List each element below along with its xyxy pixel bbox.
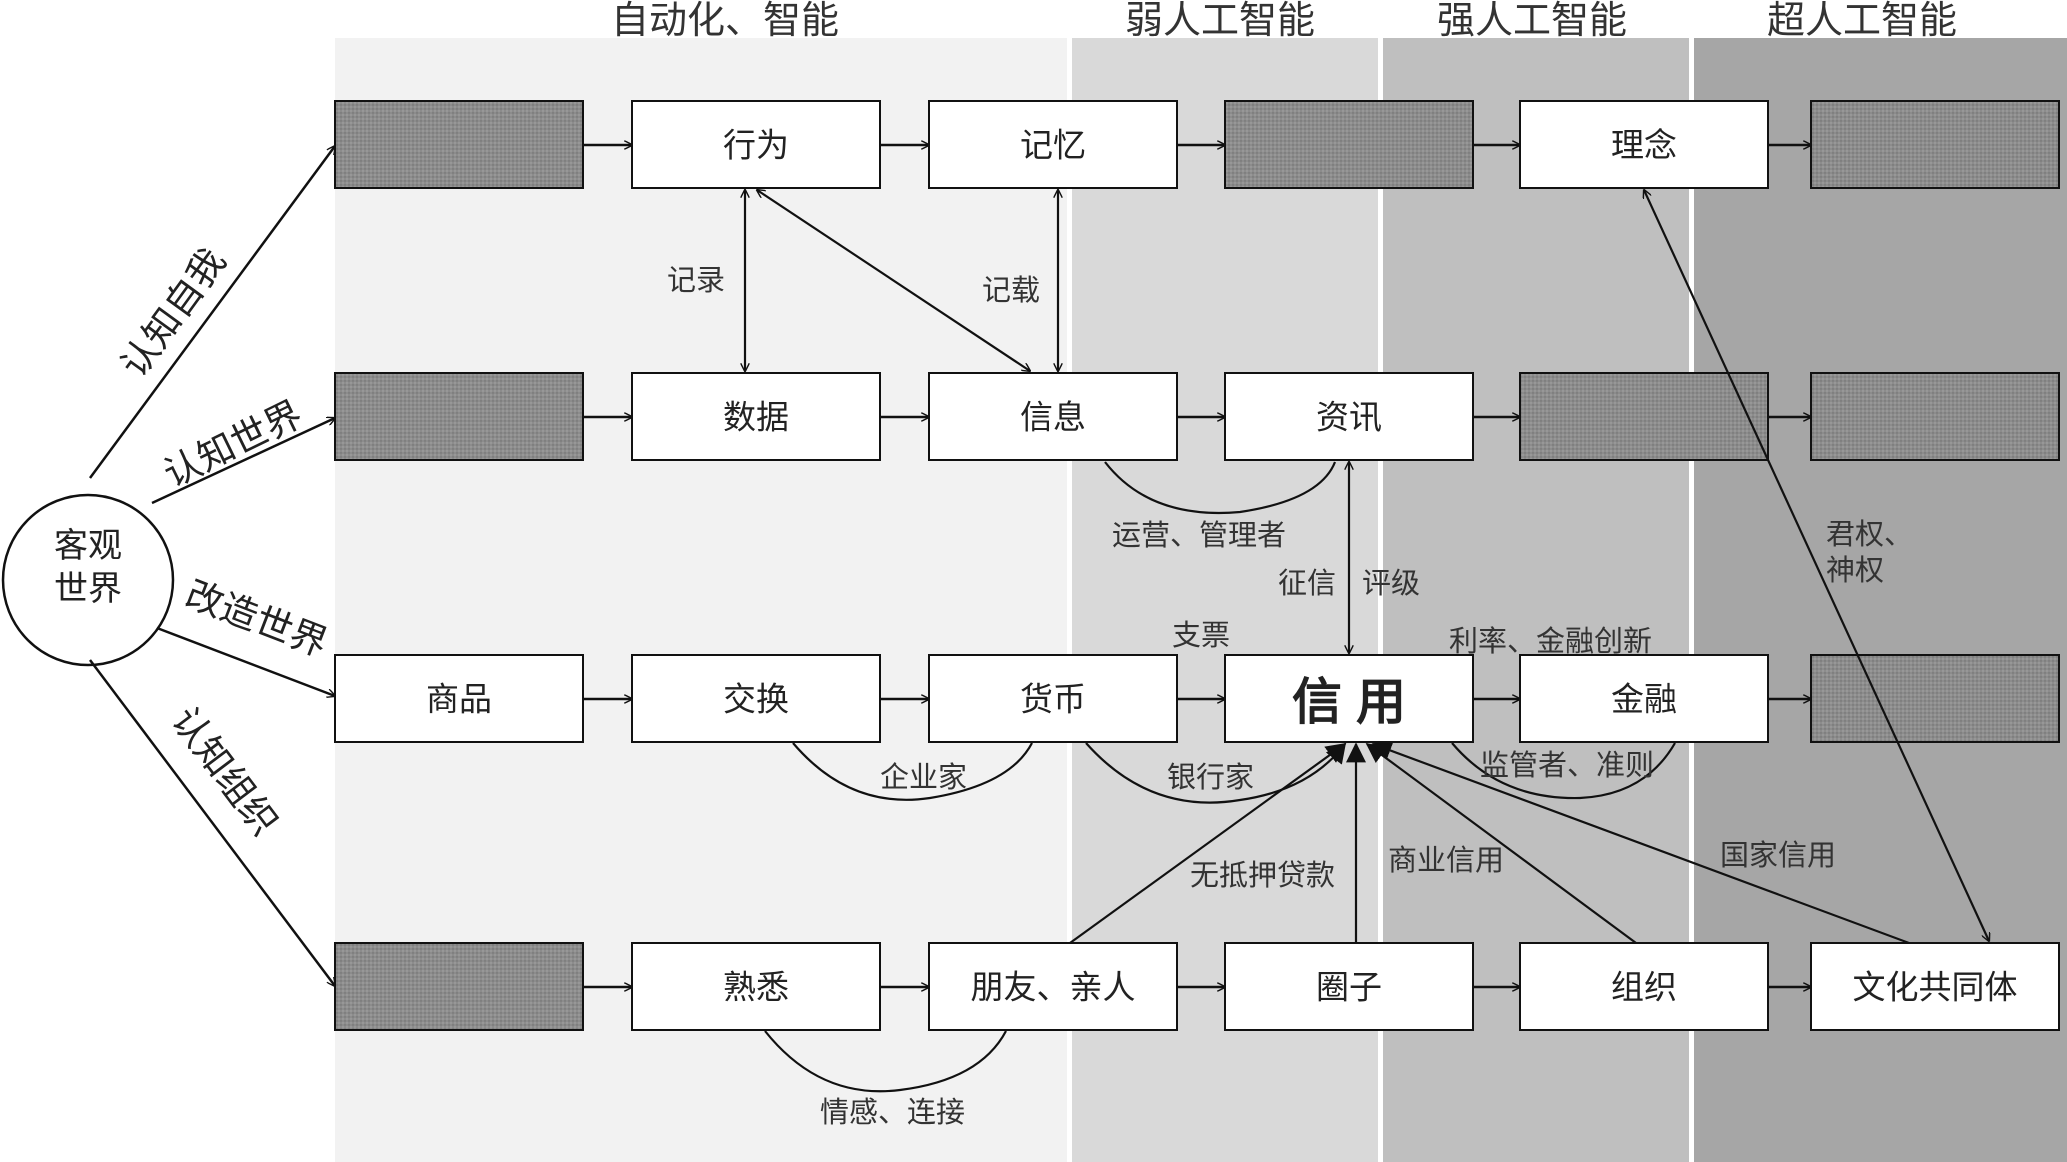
box-credit	[1224, 654, 1474, 743]
label-commercial: 商业信用	[1388, 843, 1504, 877]
box-label-friends-family: 朋友、亲人	[971, 968, 1136, 1007]
arc-currency-credit	[1085, 742, 1347, 804]
label-cheque: 支票	[1172, 618, 1230, 652]
box-label-news: 资讯	[1316, 398, 1382, 437]
arrow-community-credit	[1371, 741, 1910, 945]
band-title-weak-ai: 弱人工智能	[1125, 0, 1315, 42]
band-title-super-ai: 超人工智能	[1767, 0, 1957, 42]
box-label-finance: 金融	[1611, 680, 1677, 719]
band-title-strong-ai: 强人工智能	[1437, 0, 1627, 42]
label-unsecured: 无抵押贷款	[1190, 858, 1335, 892]
label-record: 记录	[667, 263, 725, 297]
box-news	[1224, 372, 1474, 461]
arc-entrepreneur	[792, 742, 1033, 801]
box-label-exchange: 交换	[723, 680, 789, 719]
branch-arrow-transform	[156, 626, 335, 696]
origin-label-line2: 世界	[54, 569, 122, 609]
band-title-automation: 自动化、智能	[611, 0, 839, 42]
label-entrepreneur: 企业家	[880, 760, 967, 794]
box-r2c6-placeholder	[1810, 372, 2060, 461]
box-label-concept: 理念	[1611, 126, 1677, 165]
box-label-circle: 圈子	[1316, 968, 1382, 1007]
label-credit-check: 征信	[1278, 566, 1336, 600]
label-sovereign-line2: 神权	[1826, 553, 1884, 587]
box-label-organization: 组织	[1611, 968, 1677, 1007]
label-interest: 利率、金融创新	[1449, 624, 1652, 658]
label-operators: 运营、管理者	[1112, 518, 1286, 552]
box-label-credit: 信用	[1292, 673, 1420, 731]
cross-connectors	[745, 190, 1989, 1093]
box-r2c5-placeholder	[1519, 372, 1769, 461]
label-carry: 记载	[982, 273, 1040, 307]
arc-emotion	[764, 1030, 1007, 1093]
branch-label-transform: 改造世界	[180, 572, 334, 665]
branch-label-world: 认知世界	[157, 393, 309, 497]
box-organization	[1519, 942, 1769, 1031]
origin-circle	[1, 493, 175, 667]
branch-arrow-world	[151, 418, 335, 505]
box-label-cultural-community: 文化共同体	[1853, 968, 2018, 1007]
branch-arrow-self	[88, 146, 335, 479]
box-r2c1-placeholder	[334, 372, 584, 461]
arrow-friends-credit	[1069, 743, 1347, 944]
box-r4c1-placeholder	[334, 942, 584, 1031]
box-r1c6-placeholder	[1810, 100, 2060, 189]
box-circle	[1224, 942, 1474, 1031]
label-state: 国家信用	[1720, 838, 1836, 872]
box-r1c4-placeholder	[1224, 100, 1474, 189]
branch-arrow-org	[89, 659, 335, 986]
arc-operators	[1104, 461, 1337, 514]
box-label-currency: 货币	[1020, 680, 1086, 719]
box-r3c6-placeholder	[1810, 654, 2060, 743]
branch-label-org: 认知组织	[163, 700, 286, 844]
label-banker: 银行家	[1167, 760, 1254, 794]
arc-regulator	[1451, 742, 1676, 800]
label-rating: 评级	[1362, 566, 1420, 600]
box-exchange	[631, 654, 881, 743]
box-label-familiarity: 熟悉	[723, 968, 789, 1007]
box-data	[631, 372, 881, 461]
label-emotion: 情感、连接	[820, 1095, 965, 1129]
box-concept	[1519, 100, 1769, 189]
box-familiarity	[631, 942, 881, 1031]
box-label-behavior: 行为	[723, 126, 789, 165]
arrow-concept-community	[1644, 190, 1989, 941]
box-label-memory: 记忆	[1020, 126, 1086, 165]
box-cultural-community	[1810, 942, 2060, 1031]
label-regulator: 监管者、准则	[1480, 748, 1654, 782]
box-currency	[928, 654, 1178, 743]
box-friends-family	[928, 942, 1178, 1031]
box-information	[928, 372, 1178, 461]
arrow-organization-credit	[1365, 743, 1637, 944]
box-label-data: 数据	[723, 398, 789, 437]
label-sovereign-line1: 君权、	[1826, 517, 1913, 551]
arrow-behavior-information	[757, 190, 1030, 371]
box-label-information: 信息	[1020, 398, 1086, 437]
box-label-commodity: 商品	[426, 680, 492, 719]
box-r1c1-placeholder	[334, 100, 584, 189]
origin-label-line1: 客观	[54, 526, 122, 566]
